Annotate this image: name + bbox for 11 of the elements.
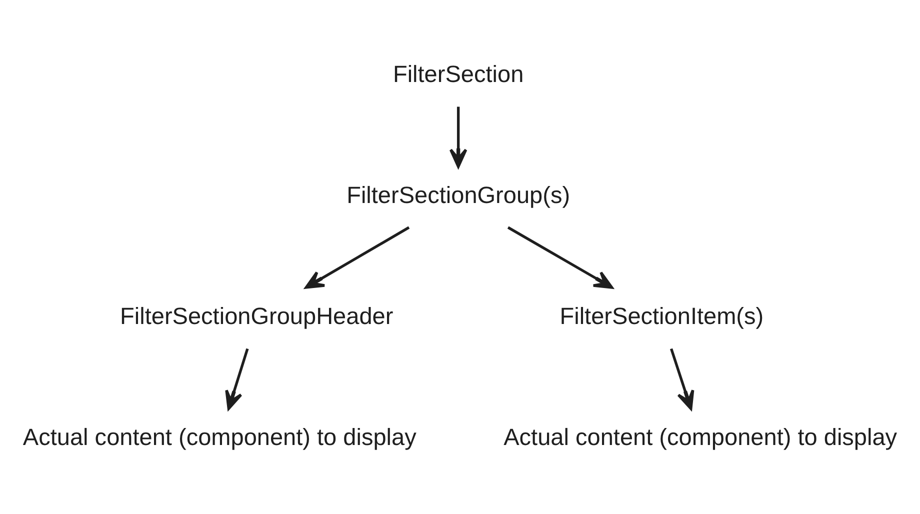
- node-text: Actual content (component) to display: [504, 424, 898, 450]
- arrow: [449, 106, 468, 168]
- node-text: FilterSectionItem(s): [560, 302, 764, 329]
- node-text: Actual content (component) to display: [22, 424, 416, 450]
- node-text: FilterSection: [392, 60, 524, 87]
- node-text: FilterSectionGroup(s): [346, 182, 570, 208]
- arrow: [304, 226, 410, 288]
- arrow: [507, 226, 614, 288]
- node-text: FilterSectionGroupHeader: [120, 302, 394, 329]
- arrow: [670, 348, 694, 410]
- arrow: [225, 348, 249, 410]
